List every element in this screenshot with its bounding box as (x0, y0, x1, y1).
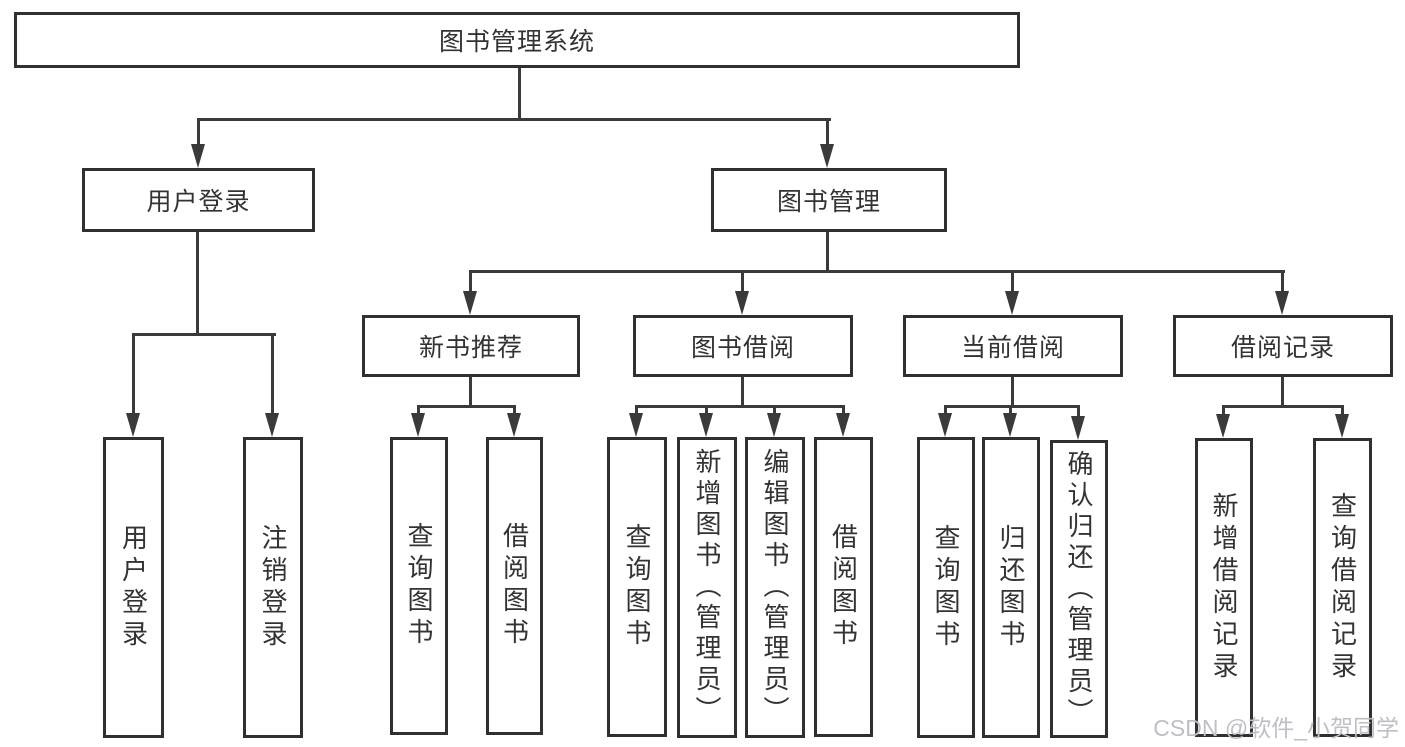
connector-line (635, 405, 638, 417)
leaf-query-book-current: 查询图书 (917, 437, 975, 738)
leaf-add-book-admin-label: 新增图书（管理员） (692, 448, 722, 727)
connector-line (741, 377, 744, 408)
connector-line (773, 405, 776, 417)
connector-line (1011, 377, 1014, 408)
connector-line (741, 270, 744, 294)
arrow-down-icon (938, 413, 952, 437)
node-root: 图书管理系统 (14, 12, 1020, 68)
leaf-add-book-admin: 新增图书（管理员） (677, 437, 737, 738)
connector-line (417, 405, 516, 408)
connector-line (132, 333, 276, 336)
arrow-down-icon (836, 413, 850, 437)
node-new-book-recommend-label: 新书推荐 (418, 334, 523, 362)
node-book-borrow-label: 图书借阅 (690, 334, 795, 362)
connector-line (1281, 377, 1284, 408)
connector-line (271, 333, 274, 417)
leaf-borrow-book-recommend-label: 借阅图书 (499, 522, 530, 650)
leaf-add-borrow-record-label: 新增借阅记录 (1209, 491, 1239, 684)
connector-line (197, 118, 831, 121)
connector-line (826, 118, 829, 148)
leaf-query-book-borrow-label: 查询图书 (622, 523, 652, 651)
connector-line (826, 232, 829, 273)
node-new-book-recommend: 新书推荐 (362, 315, 580, 377)
arrow-down-icon (265, 413, 279, 437)
arrow-down-icon (1005, 291, 1019, 315)
leaf-add-borrow-record: 新增借阅记录 (1195, 438, 1253, 737)
connector-line (635, 405, 845, 408)
arrow-down-icon (767, 413, 781, 437)
connector-line (196, 232, 199, 336)
connector-line (469, 377, 472, 408)
node-book-management-label: 图书管理 (776, 188, 881, 216)
connector-line (1009, 405, 1012, 417)
leaf-query-borrow-record: 查询借阅记录 (1313, 438, 1372, 737)
leaf-return-book-label: 归还图书 (996, 523, 1026, 652)
node-borrow-records-label: 借阅记录 (1230, 334, 1335, 362)
leaf-borrow-book-label: 借阅图书 (828, 523, 859, 651)
leaf-logout: 注销登录 (243, 437, 303, 738)
leaf-query-book-recommend: 查询图书 (390, 437, 448, 735)
node-borrow-records: 借阅记录 (1173, 315, 1393, 377)
connector-line (842, 405, 845, 417)
connector-line (705, 405, 708, 417)
arrow-down-icon (507, 413, 521, 437)
leaf-user-login: 用户登录 (103, 437, 164, 738)
arrow-down-icon (1216, 414, 1230, 438)
leaf-confirm-return-admin-label: 确认归还（管理员） (1064, 449, 1094, 729)
leaf-return-book: 归还图书 (982, 437, 1040, 738)
arrow-down-icon (629, 413, 643, 437)
leaf-logout-label: 注销登录 (258, 523, 288, 652)
leaf-edit-book-admin-label: 编辑图书（管理员） (760, 448, 790, 727)
connector-line (1222, 405, 1344, 408)
connector-line (1011, 270, 1014, 294)
node-user-login: 用户登录 (82, 168, 315, 232)
connector-line (469, 270, 1285, 273)
arrow-down-icon (1071, 416, 1085, 440)
leaf-borrow-book: 借阅图书 (814, 437, 873, 737)
leaf-query-book-current-label: 查询图书 (931, 523, 961, 652)
node-book-management: 图书管理 (711, 168, 947, 232)
connector-line (1341, 405, 1344, 418)
leaf-query-borrow-record-label: 查询借阅记录 (1327, 491, 1358, 684)
node-root-label: 图书管理系统 (438, 28, 595, 56)
leaf-query-book-recommend-label: 查询图书 (404, 522, 434, 650)
leaf-user-login-label: 用户登录 (118, 523, 149, 652)
connector-line (944, 405, 1080, 408)
arrow-down-icon (1335, 414, 1349, 438)
connector-line (417, 405, 420, 417)
arrow-down-icon (699, 413, 713, 437)
arrow-down-icon (1275, 291, 1289, 315)
leaf-borrow-book-recommend: 借阅图书 (486, 437, 543, 735)
arrow-down-icon (463, 291, 477, 315)
node-book-borrow: 图书借阅 (633, 315, 853, 377)
connector-line (518, 68, 521, 121)
arrow-down-icon (126, 413, 140, 437)
arrow-down-icon (191, 144, 205, 168)
leaf-query-book-borrow: 查询图书 (607, 437, 667, 737)
connector-line (1222, 405, 1225, 418)
connector-line (197, 118, 200, 148)
arrow-down-icon (411, 413, 425, 437)
arrow-down-icon (735, 291, 749, 315)
connector-line (944, 405, 947, 417)
leaf-confirm-return-admin: 确认归还（管理员） (1050, 440, 1108, 738)
arrow-down-icon (1003, 413, 1017, 437)
connector-line (1281, 270, 1284, 294)
node-current-borrow-label: 当前借阅 (960, 334, 1065, 362)
connector-line (1077, 405, 1080, 420)
arrow-down-icon (820, 144, 834, 168)
connector-line (132, 333, 135, 417)
leaf-edit-book-admin: 编辑图书（管理员） (745, 437, 805, 738)
node-current-borrow: 当前借阅 (903, 315, 1123, 377)
connector-line (469, 270, 472, 294)
connector-line (513, 405, 516, 417)
node-user-login-label: 用户登录 (146, 188, 251, 216)
csdn-watermark: CSDN @软件_小贺同学 (1153, 715, 1399, 741)
